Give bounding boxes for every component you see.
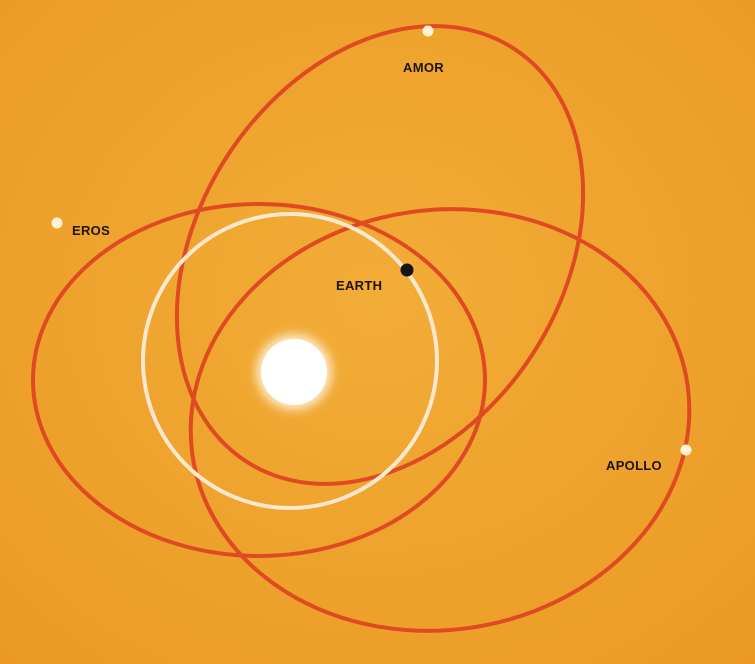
- eros-label: EROS: [72, 223, 110, 238]
- amor-label: AMOR: [403, 60, 444, 75]
- sun-label: SUN: [279, 364, 309, 380]
- apollo-marker: [681, 445, 692, 456]
- earth-marker: [401, 264, 414, 277]
- earth-label: EARTH: [336, 278, 382, 293]
- apollo-label: APOLLO: [606, 458, 662, 473]
- amor-marker: [423, 26, 434, 37]
- eros-marker: [52, 218, 63, 229]
